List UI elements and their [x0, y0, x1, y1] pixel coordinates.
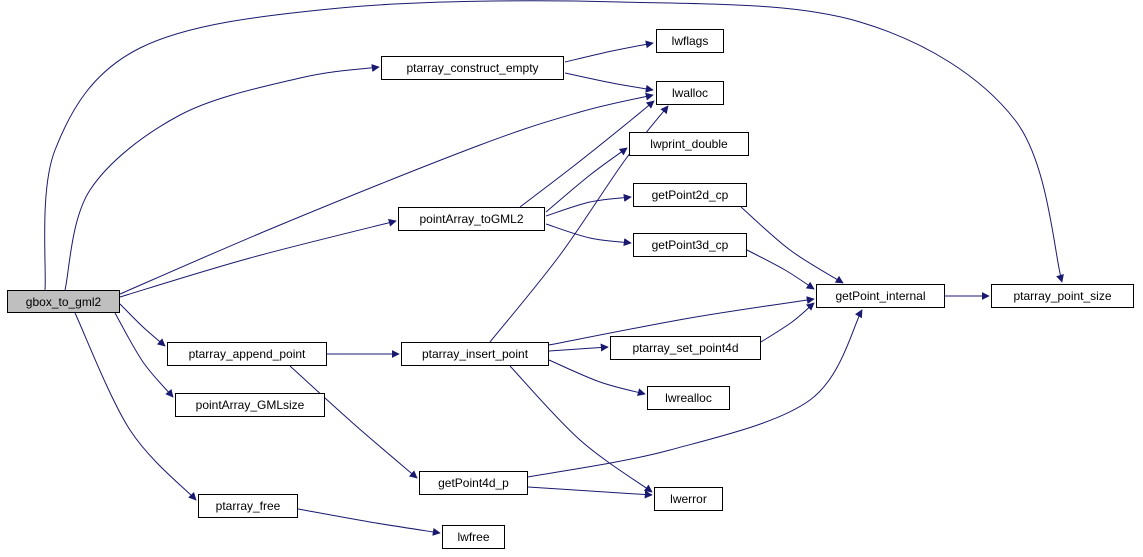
edge-pointArray_toGML2-to-getPoint2d_cp — [545, 193, 632, 217]
node-label: ptarray_set_point4d — [632, 341, 739, 355]
node-lwflags[interactable]: lwflags — [656, 29, 724, 53]
node-lwerror[interactable]: lwerror — [654, 487, 723, 511]
node-label: pointArray_toGML2 — [419, 212, 524, 226]
edge-gbox_to_gml2-to-pointArray_GMLsize — [114, 312, 174, 398]
edge-getPoint2d_cp-to-getPoint_internal — [740, 206, 844, 284]
node-getPoint4d_p[interactable]: getPoint4d_p — [419, 471, 528, 495]
node-label: lwflags — [671, 34, 709, 48]
edge-getPoint4d_p-to-getPoint_internal — [527, 309, 863, 478]
edge-gbox_to_gml2-to-ptarray_append_point — [119, 303, 166, 347]
edge-ptarray_set_point4d-to-getPoint_internal — [760, 302, 815, 343]
edge-ptarray_insert_point-to-lwrealloc — [548, 359, 646, 397]
edge-ptarray_insert_point-to-getPoint_internal — [548, 296, 815, 346]
node-ptarray_point_size[interactable]: ptarray_point_size — [991, 284, 1134, 308]
node-lwalloc[interactable]: lwalloc — [656, 81, 724, 105]
node-lwrealloc[interactable]: lwrealloc — [647, 386, 730, 410]
node-ptarray_construct_empty[interactable]: ptarray_construct_empty — [381, 56, 564, 80]
node-label: lwrealloc — [665, 391, 712, 405]
node-label: ptarray_construct_empty — [406, 61, 539, 75]
node-label: lwprint_double — [650, 137, 728, 151]
node-label: lwerror — [670, 492, 707, 506]
node-label: lwalloc — [671, 86, 708, 100]
node-label: getPoint_internal — [835, 289, 926, 303]
node-label: getPoint4d_p — [438, 476, 509, 490]
edge-pointArray_toGML2-to-lwprint_double — [545, 147, 628, 213]
edge-pointArray_toGML2-to-getPoint3d_cp — [545, 223, 632, 247]
edge-gbox_to_gml2-to-ptarray_free — [74, 312, 197, 501]
edge-gbox_to_gml2-to-ptarray_construct_empty — [64, 64, 380, 291]
node-label: getPoint3d_cp — [651, 238, 729, 252]
node-getPoint2d_cp[interactable]: getPoint2d_cp — [633, 183, 747, 207]
edge-gbox_to_gml2-to-pointArray_toGML2 — [119, 218, 397, 298]
node-label: lwfree — [457, 530, 490, 544]
node-label: ptarray_insert_point — [421, 347, 529, 361]
edge-getPoint4d_p-to-lwerror — [527, 486, 653, 499]
edge-pointArray_toGML2-to-lwalloc — [519, 100, 655, 208]
node-ptarray_set_point4d[interactable]: ptarray_set_point4d — [610, 336, 761, 360]
node-getPoint_internal[interactable]: getPoint_internal — [816, 284, 945, 308]
node-label: gbox_to_gml2 — [25, 294, 102, 309]
node-label: pointArray_GMLsize — [195, 398, 305, 412]
edge-gbox_to_gml2-to-ptarray_point_size — [44, 0, 1064, 291]
node-label: ptarray_point_size — [1013, 289, 1112, 303]
node-gbox_to_gml2[interactable]: gbox_to_gml2 — [7, 290, 120, 313]
node-pointArray_toGML2[interactable]: pointArray_toGML2 — [398, 207, 545, 231]
edge-ptarray_insert_point-to-lwerror — [509, 365, 653, 493]
node-ptarray_append_point[interactable]: ptarray_append_point — [167, 342, 327, 366]
edge-getPoint3d_cp-to-getPoint_internal — [746, 249, 815, 290]
node-lwprint_double[interactable]: lwprint_double — [629, 132, 749, 156]
node-pointArray_GMLsize[interactable]: pointArray_GMLsize — [175, 393, 325, 417]
edge-ptarray_insert_point-to-lwalloc — [489, 105, 669, 343]
node-ptarray_insert_point[interactable]: ptarray_insert_point — [401, 342, 549, 366]
node-getPoint3d_cp[interactable]: getPoint3d_cp — [633, 233, 747, 257]
edge-ptarray_append_point-to-getPoint4d_p — [289, 365, 418, 479]
node-ptarray_free[interactable]: ptarray_free — [198, 494, 298, 518]
edge-ptarray_insert_point-to-ptarray_set_point4d — [548, 343, 609, 352]
node-label: getPoint2d_cp — [651, 188, 729, 202]
edge-ptarray_construct_empty-to-lwflags — [564, 40, 654, 63]
node-label: ptarray_free — [215, 499, 281, 513]
node-label: ptarray_append_point — [188, 347, 306, 361]
edge-ptarray_free-to-lwfree — [297, 508, 441, 536]
node-lwfree[interactable]: lwfree — [442, 525, 505, 549]
edge-gbox_to_gml2-to-lwalloc — [119, 92, 654, 295]
edge-ptarray_construct_empty-to-lwalloc — [564, 72, 654, 93]
